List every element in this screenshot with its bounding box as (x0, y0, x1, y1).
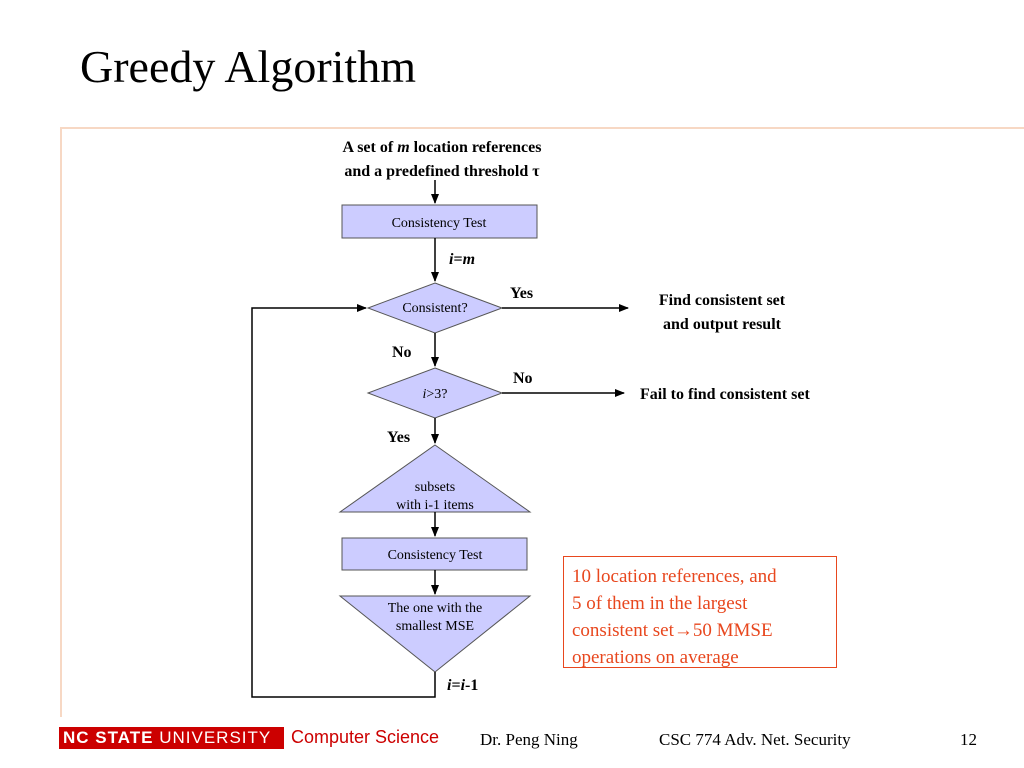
input-text-line1: A set of m location references (343, 139, 542, 156)
slide-title: Greedy Algorithm (80, 41, 416, 92)
note-line-3-prefix: consistent set (572, 620, 674, 641)
subsets-label-line2: with i-1 items (396, 498, 474, 513)
i-greater-than-3-label: i>3? (423, 387, 448, 402)
note-line-3-suffix: 50 MMSE (692, 620, 773, 641)
yes-label-2: Yes (387, 429, 410, 446)
note-line-1: 10 location references, and (572, 566, 777, 587)
loop-back-arrow (251, 304, 436, 698)
smallest-mse-triangle (338, 595, 532, 673)
result-fail: Fail to find consistent set (640, 386, 810, 403)
title-divider (60, 127, 1024, 129)
consistency-test-box-2-label: Consistency Test (388, 548, 483, 563)
smallest-mse-label-line2: smallest MSE (396, 619, 474, 634)
consistent-decision-label: Consistent? (402, 301, 467, 316)
note-line-4: operations on average (572, 647, 739, 668)
note-line-3: consistent set→50 MMSE (572, 617, 828, 644)
result-found-line1: Find consistent set (659, 292, 786, 309)
decrement-i: i=i-1 (447, 677, 478, 694)
right-arrow-icon: → (673, 620, 693, 641)
consistency-test-box-1-label: Consistency Test (392, 216, 487, 231)
page-number: 12 (960, 730, 977, 749)
left-divider (60, 127, 62, 717)
footer-course: CSC 774 Adv. Net. Security (659, 730, 851, 749)
annotation-note: 10 location references, and 5 of them in… (563, 556, 837, 668)
smallest-mse-label-line1: The one with the (388, 601, 482, 616)
footer-author: Dr. Peng Ning (480, 730, 578, 749)
no-label-1: No (392, 344, 412, 361)
result-found-line2: and output result (663, 316, 782, 333)
input-text-line2: and a predefined threshold τ (344, 163, 540, 180)
assign-i-equals-m: i=m (449, 251, 475, 268)
note-line-2: 5 of them in the largest (572, 593, 748, 614)
consistency-test-box-1 (341, 204, 538, 239)
consistency-test-box-2 (341, 537, 528, 571)
yes-label-1: Yes (510, 285, 533, 302)
no-label-2: No (513, 370, 533, 387)
department-name: Computer Science (291, 727, 440, 747)
subsets-label-line1: subsets (415, 480, 455, 495)
ncsu-logo: NC STATE UNIVERSITY (59, 727, 284, 749)
